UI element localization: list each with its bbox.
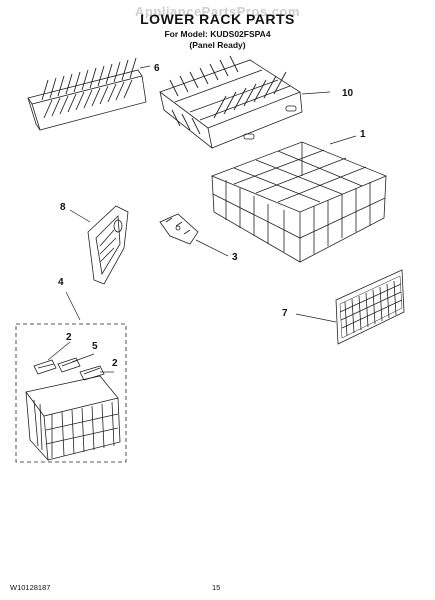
filter-screen-part-7 <box>335 269 405 345</box>
tine-row-part-6 <box>27 57 147 131</box>
silverware-basket <box>25 375 121 462</box>
clip-part-3 <box>159 213 199 245</box>
silverware-basket-assembly-box <box>15 323 127 463</box>
callout-4: 4 <box>58 277 64 288</box>
callout-1: 1 <box>360 129 366 140</box>
watermark: AppliancePartsPros.com <box>135 4 300 19</box>
document-number: W10128187 <box>10 583 51 592</box>
callout-6: 6 <box>154 63 160 74</box>
lower-rack-part-1 <box>210 141 388 263</box>
basket-inserts-parts-2-5 <box>33 357 105 381</box>
callout-8: 8 <box>60 202 66 213</box>
page-title: LOWER RACK PARTS <box>140 11 295 27</box>
model-line: For Model: KUDS02FSPA4 <box>164 29 271 39</box>
basket-cover-part-8 <box>87 205 129 285</box>
variant-line: (Panel Ready) <box>189 40 246 50</box>
callout-3: 3 <box>232 252 238 263</box>
callout-2-top: 2 <box>66 332 72 343</box>
callout-7: 7 <box>282 308 288 319</box>
tine-rack-part-10 <box>159 55 303 149</box>
callout-5: 5 <box>92 341 98 352</box>
callout-2-right: 2 <box>112 358 118 369</box>
page-number: 15 <box>212 583 221 592</box>
callout-10: 10 <box>342 88 354 99</box>
